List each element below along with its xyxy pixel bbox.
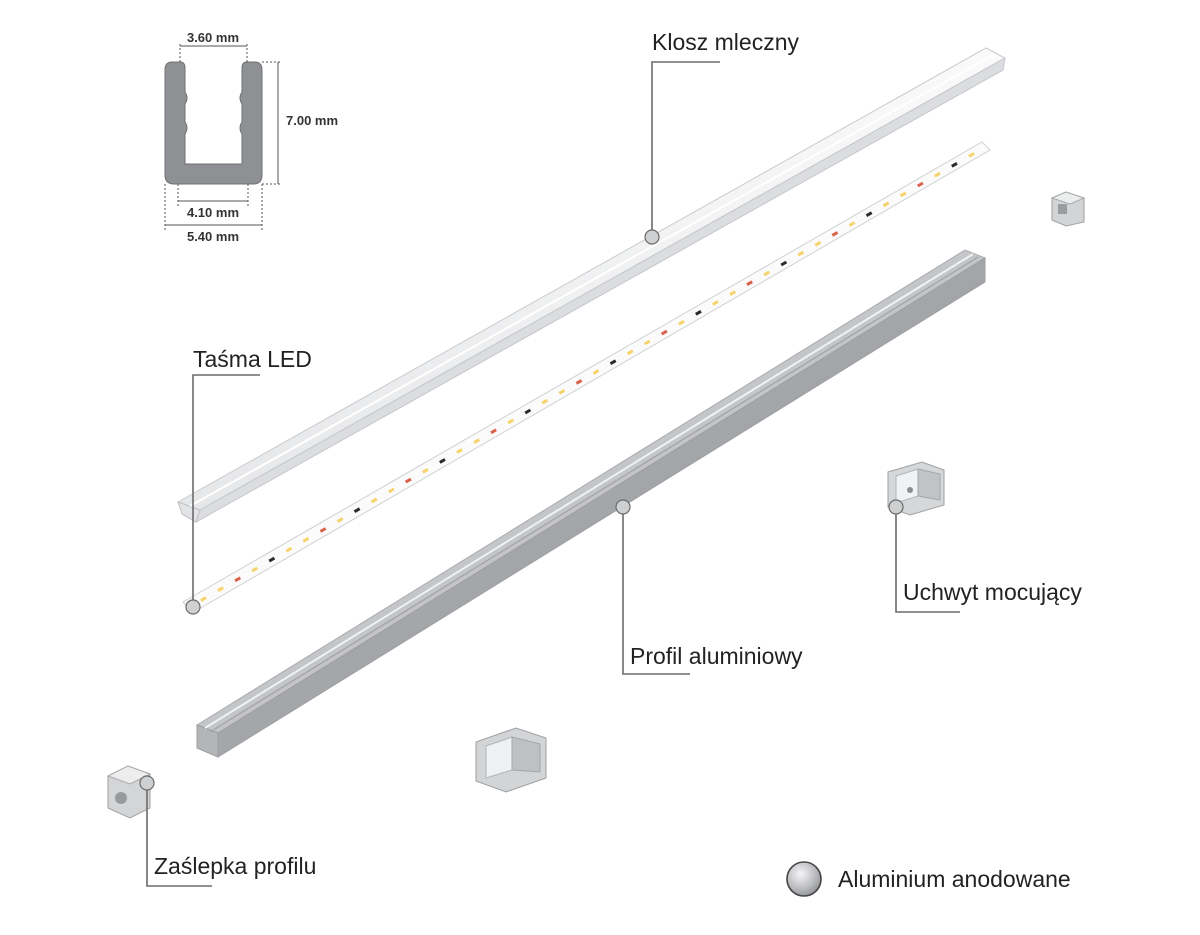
legend: Aluminium anodowane bbox=[786, 861, 1071, 897]
led-chip bbox=[234, 576, 242, 583]
led-chip bbox=[319, 527, 327, 533]
led-chip bbox=[524, 408, 532, 415]
label-mounting-clip: Uchwyt mocujący bbox=[903, 579, 1082, 605]
label-end-cap: Zaślepka profilu bbox=[154, 853, 316, 879]
marker-dot-icon bbox=[644, 229, 660, 245]
led-chip-row bbox=[200, 152, 975, 602]
led-chip bbox=[217, 586, 224, 592]
led-chip bbox=[507, 418, 515, 425]
led-chip bbox=[797, 250, 805, 257]
led-chip bbox=[490, 428, 497, 435]
dim-height: 7.00 mm bbox=[286, 113, 338, 128]
led-chip bbox=[353, 507, 361, 513]
leader-profile bbox=[622, 508, 690, 675]
led-chip bbox=[422, 468, 429, 474]
led-chip bbox=[609, 359, 617, 365]
profile-cross-section: 3.60 mm 7.00 mm 4.10 mm 5.40 mm bbox=[164, 30, 338, 244]
leader-diffuser bbox=[651, 61, 720, 236]
aluminium-profile-part bbox=[195, 249, 987, 758]
led-chip bbox=[968, 152, 975, 158]
led-chip bbox=[575, 379, 583, 385]
led-chip bbox=[251, 566, 259, 573]
leader-led-strip bbox=[192, 374, 260, 607]
label-diffuser: Klosz mleczny bbox=[652, 29, 799, 55]
led-chip bbox=[200, 596, 207, 602]
led-chip bbox=[387, 487, 395, 494]
leader-clip bbox=[895, 508, 960, 613]
led-chip bbox=[370, 497, 378, 504]
label-led-strip: Taśma LED bbox=[193, 346, 312, 372]
dim-inner-bottom-width: 4.10 mm bbox=[187, 205, 239, 220]
led-chip bbox=[933, 171, 941, 178]
led-chip bbox=[763, 270, 771, 277]
led-chip bbox=[660, 329, 668, 336]
led-chip bbox=[541, 398, 549, 405]
led-chip bbox=[712, 300, 719, 306]
led-chip bbox=[695, 310, 702, 316]
led-chip bbox=[951, 162, 958, 168]
led-chip bbox=[302, 537, 310, 543]
legend-finish-label: Aluminium anodowane bbox=[838, 866, 1071, 892]
led-chip bbox=[746, 280, 753, 286]
end-cap-small-part bbox=[1050, 191, 1086, 227]
led-chip bbox=[439, 458, 446, 464]
marker-dot-icon bbox=[139, 775, 155, 791]
dim-inner-top-width: 3.60 mm bbox=[187, 30, 239, 45]
led-chip bbox=[831, 231, 839, 237]
led-chip bbox=[865, 211, 873, 217]
diffuser-part bbox=[176, 47, 1007, 524]
led-chip bbox=[404, 477, 412, 484]
led-chip bbox=[848, 221, 856, 227]
aluminium-swatch-icon bbox=[786, 861, 822, 897]
marker-dot-icon bbox=[615, 499, 631, 515]
led-chip bbox=[814, 241, 822, 247]
led-chip bbox=[456, 448, 463, 454]
mounting-clip-part bbox=[887, 461, 945, 516]
led-chip bbox=[473, 438, 480, 444]
led-chip bbox=[678, 319, 685, 326]
led-chip bbox=[268, 556, 276, 563]
cross-section-shape bbox=[164, 61, 263, 185]
led-chip bbox=[916, 181, 924, 188]
led-chip bbox=[643, 339, 651, 346]
led-chip bbox=[626, 349, 634, 356]
led-chip bbox=[592, 369, 600, 375]
leader-end-cap bbox=[146, 783, 212, 887]
led-chip bbox=[336, 517, 344, 523]
marker-dot-icon bbox=[185, 599, 201, 615]
led-strip-part bbox=[182, 141, 991, 614]
leader-lines bbox=[139, 61, 960, 887]
mounting-clip-bottom-part bbox=[475, 727, 547, 793]
led-chip bbox=[780, 260, 788, 267]
led-chip bbox=[729, 290, 736, 296]
marker-dot-icon bbox=[888, 499, 904, 515]
end-cap-part bbox=[106, 765, 152, 819]
led-chip bbox=[558, 389, 566, 395]
label-aluminium-profile: Profil aluminiowy bbox=[630, 643, 803, 669]
led-chip bbox=[899, 191, 907, 198]
dim-outer-width: 5.40 mm bbox=[187, 229, 239, 244]
led-chip bbox=[285, 546, 293, 553]
led-chip bbox=[882, 201, 890, 208]
